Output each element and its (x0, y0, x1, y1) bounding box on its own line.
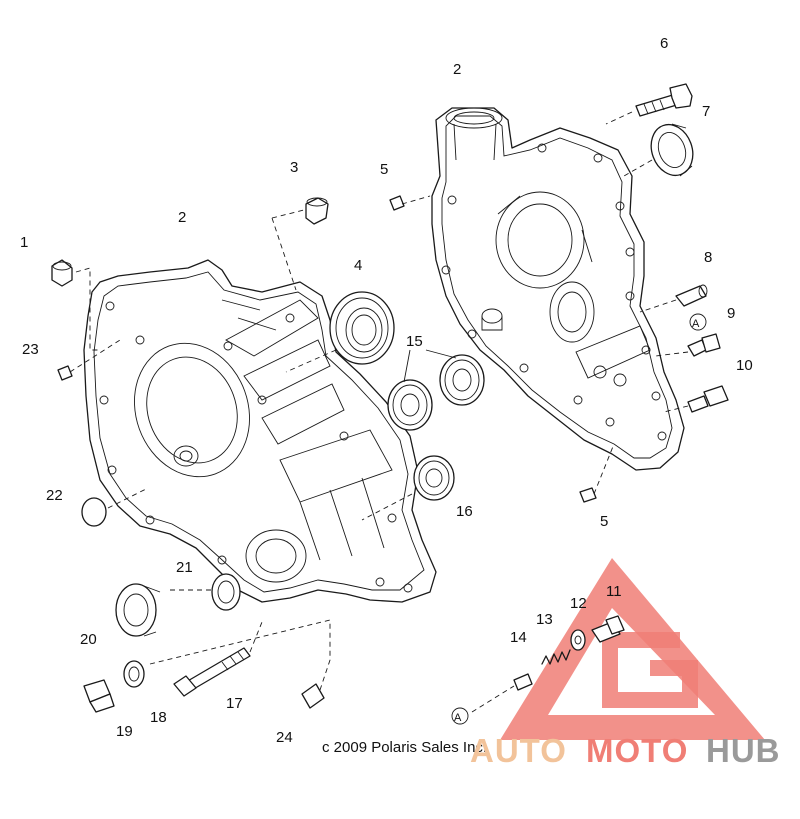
callout-6: 6 (660, 35, 668, 52)
part-24-sensor (301, 683, 325, 709)
part-8-dowel (675, 284, 708, 307)
callout-labels: 1 2 2 3 4 5 5 6 7 8 9 10 11 12 13 14 15 … (20, 35, 753, 746)
callout-8: 8 (704, 249, 712, 266)
part-22-plug (81, 497, 107, 527)
callout-2-left: 2 (178, 209, 186, 226)
callout-23: 23 (22, 341, 39, 358)
part-9-fitting (687, 333, 721, 357)
part-11-plug (591, 615, 625, 643)
callout-1: 1 (20, 234, 28, 251)
part-17-bolt (173, 647, 251, 697)
part-13-spring (541, 649, 571, 665)
callout-10: 10 (736, 357, 753, 374)
reference-a-lower-label: A (454, 712, 462, 724)
callout-5-lower: 5 (600, 513, 608, 530)
part-18-washer (123, 660, 145, 688)
part-10-fitting (687, 385, 729, 413)
callout-4: 4 (354, 257, 362, 274)
part-19-drain-plug (83, 679, 115, 713)
part-20-cap (115, 583, 161, 637)
watermark-auto: AUTO (470, 732, 567, 769)
watermark-moto: MOTO (586, 732, 688, 769)
part-7-seal (650, 123, 694, 177)
part-5-pin-lower (579, 487, 597, 503)
watermark-logo (500, 558, 765, 740)
watermark-hub: HUB (706, 732, 781, 769)
callout-19: 19 (116, 723, 133, 740)
leader-lines (69, 111, 689, 713)
part-15-bearing-a (387, 379, 433, 431)
watermark-text: AUTO MOTO HUB (470, 732, 781, 769)
part-4-bearing (329, 291, 395, 365)
callout-24: 24 (276, 729, 293, 746)
part-16-bearing (413, 455, 455, 501)
callout-7: 7 (702, 103, 710, 120)
callout-21: 21 (176, 559, 193, 576)
copyright-text: c 2009 Polaris Sales Inc. (322, 739, 487, 756)
callout-13: 13 (536, 611, 553, 628)
part-14-plunger (513, 673, 533, 691)
callout-3: 3 (290, 159, 298, 176)
reference-a-lower: A (451, 707, 469, 725)
callout-22: 22 (46, 487, 63, 504)
callout-17: 17 (226, 695, 243, 712)
left-crankcase-half (83, 259, 437, 603)
callout-15: 15 (406, 333, 423, 350)
callout-15-ties (403, 349, 457, 383)
callout-14: 14 (510, 629, 527, 646)
callout-12: 12 (570, 595, 587, 612)
part-5-pin-upper (389, 195, 405, 211)
callout-20: 20 (80, 631, 97, 648)
part-21-seal (211, 573, 241, 611)
part-12-washer (570, 629, 586, 651)
callout-18: 18 (150, 709, 167, 726)
callout-16: 16 (456, 503, 473, 520)
part-15-bearing-b (439, 354, 485, 406)
callout-2-right: 2 (453, 61, 461, 78)
callout-11: 11 (606, 583, 622, 600)
callout-5-upper: 5 (380, 161, 388, 178)
callout-9: 9 (727, 305, 735, 322)
part-23-pin (57, 365, 73, 381)
right-crankcase-half (431, 107, 685, 471)
reference-a-upper: A (689, 313, 707, 331)
reference-a-upper-label: A (692, 318, 700, 330)
part-6-bolt (635, 83, 693, 117)
part-3-dowel (305, 197, 329, 225)
part-1-bushing (51, 259, 73, 287)
